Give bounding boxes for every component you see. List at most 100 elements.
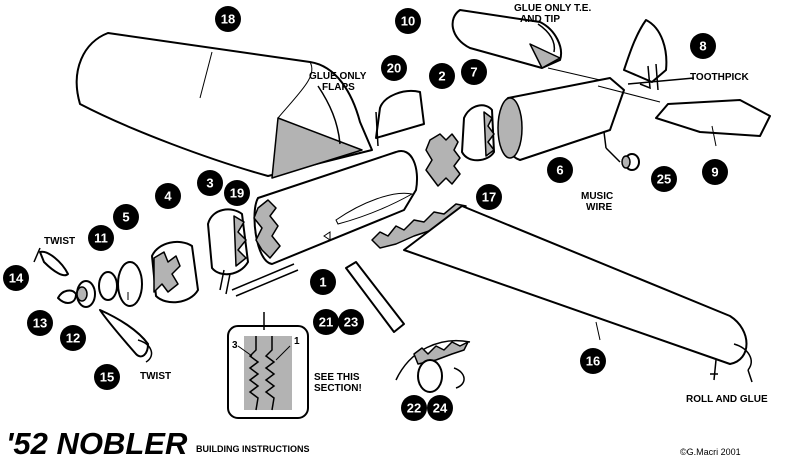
callout-11: 11: [88, 225, 114, 251]
note-glue-flaps-1: GLUE ONLY: [309, 71, 367, 82]
callout-number: 25: [657, 172, 671, 187]
part-3-former: [207, 208, 249, 276]
callout-badge: [461, 59, 487, 85]
callout-number: 1: [319, 275, 326, 290]
callout-number: 5: [122, 210, 129, 225]
callout-22: 22: [401, 395, 427, 421]
callout-1: 1: [310, 269, 336, 295]
callout-number: 7: [470, 65, 477, 80]
part-11-washer: [98, 271, 118, 301]
part-13-spinner: [57, 289, 77, 304]
callout-number: 10: [401, 14, 415, 29]
callout-7: 7: [461, 59, 487, 85]
part-19-former: [219, 269, 231, 295]
part-6-rear-fuselage: [497, 77, 661, 163]
callout-badge: [395, 8, 421, 34]
callout-18: 18: [215, 6, 241, 32]
callout-number: 11: [94, 231, 108, 246]
callout-number: 13: [33, 316, 47, 331]
callout-number: 9: [711, 165, 718, 180]
callout-5: 5: [113, 204, 139, 230]
part-12-hub: [76, 280, 96, 308]
callout-8: 8: [690, 33, 716, 59]
note-glue-te-1: GLUE ONLY T.E.: [514, 3, 591, 14]
callout-badge: [651, 166, 677, 192]
diagram-subtitle: BUILDING INSTRUCTIONS: [196, 444, 310, 454]
callout-badge: [27, 310, 53, 336]
callout-10: 10: [395, 8, 421, 34]
note-roll-and-glue: ROLL AND GLUE: [686, 394, 768, 405]
part-16-right-wing: [403, 205, 753, 383]
callout-number: 20: [387, 61, 401, 76]
detail-label-3: 3: [232, 340, 238, 351]
callout-21: 21: [313, 309, 339, 335]
section-detail-box: 3 1: [227, 312, 309, 419]
callout-number: 2: [438, 69, 445, 84]
callout-number: 12: [66, 331, 80, 346]
note-twist-top: TWIST: [44, 236, 75, 247]
callout-badge: [547, 157, 573, 183]
note-glue-te-2: AND TIP: [520, 14, 560, 25]
part-14-prop-blade: [33, 247, 69, 277]
part-10-fin: [451, 9, 601, 81]
part-18-upper-wing: [75, 32, 373, 179]
callout-badge: [3, 265, 29, 291]
note-music-wire-2: WIRE: [586, 202, 612, 213]
callout-badge: [476, 184, 502, 210]
callout-badge: [113, 204, 139, 230]
callout-badge: [580, 348, 606, 374]
part-4-firewall: [151, 240, 199, 304]
callout-badge: [60, 325, 86, 351]
diagram-title: '52 NOBLER: [6, 426, 188, 461]
callout-number: 24: [433, 401, 448, 416]
callout-number: 17: [482, 190, 496, 205]
callout-number: 23: [344, 315, 358, 330]
callout-badge: [702, 159, 728, 185]
callout-number: 15: [100, 370, 114, 385]
part-21-23-flap-horn: [345, 261, 405, 333]
callout-6: 6: [547, 157, 573, 183]
callout-number: 8: [699, 39, 706, 54]
part-9-stabilizer: [655, 99, 771, 147]
part-17-fairing: [371, 203, 467, 249]
part-15-prop-blade: [99, 309, 153, 363]
callout-number: 4: [164, 189, 172, 204]
callout-badge: [224, 180, 250, 206]
part-7-former: [461, 104, 495, 162]
callout-4: 4: [155, 183, 181, 209]
callout-14: 14: [3, 265, 29, 291]
callout-number: 3: [206, 176, 213, 191]
part-5-spinner-plate: [117, 261, 143, 307]
callout-badge: [429, 63, 455, 89]
callout-23: 23: [338, 309, 364, 335]
part-2-bulkhead: [425, 133, 461, 187]
part-1-fuselage: [231, 150, 418, 297]
note-see-section-2: SECTION!: [314, 383, 362, 394]
callout-badge: [690, 33, 716, 59]
callout-number: 18: [221, 12, 235, 27]
callout-number: 21: [319, 315, 333, 330]
callout-3: 3: [197, 170, 223, 196]
callout-number: 14: [9, 271, 24, 286]
note-see-section-1: SEE THIS: [314, 372, 360, 383]
callout-badge: [310, 269, 336, 295]
callout-badge: [155, 183, 181, 209]
note-glue-flaps-2: FLAPS: [322, 82, 355, 93]
callout-17: 17: [476, 184, 502, 210]
arrow-glue-flaps: [317, 85, 341, 145]
callout-badge: [88, 225, 114, 251]
arrow-toothpick: [627, 77, 695, 85]
arrow-glue-fin: [537, 23, 556, 53]
callout-number: 16: [586, 354, 600, 369]
callout-25: 25: [651, 166, 677, 192]
callout-badge: [401, 395, 427, 421]
callout-number: 22: [407, 401, 421, 416]
callout-24: 24: [427, 395, 453, 421]
callout-12: 12: [60, 325, 86, 351]
note-toothpick: TOOTHPICK: [690, 72, 749, 83]
callout-number: 6: [556, 163, 563, 178]
callout-badge: [427, 395, 453, 421]
callout-13: 13: [27, 310, 53, 336]
